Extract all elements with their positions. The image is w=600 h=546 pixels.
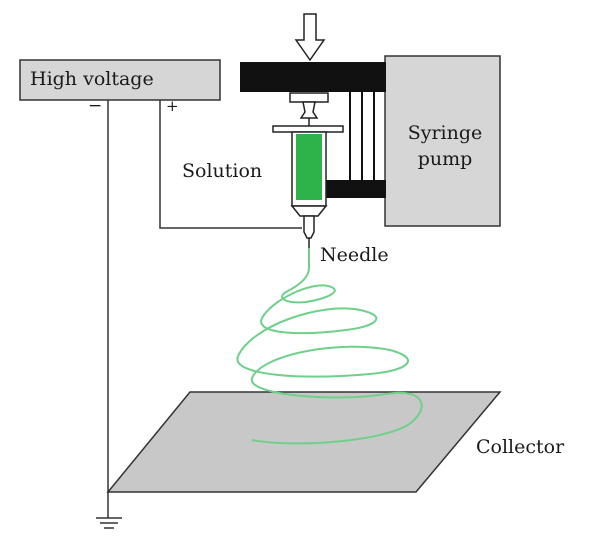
pusher-clamp xyxy=(240,62,386,92)
syringe-pump-label: Syringe pump xyxy=(390,120,500,172)
solution-fill xyxy=(296,134,322,200)
ground-icon xyxy=(96,517,122,529)
positive-wire xyxy=(159,100,302,229)
syringe-plunger xyxy=(272,92,344,133)
positive-terminal-label: + xyxy=(166,97,179,115)
collector-plate xyxy=(106,391,502,493)
high-voltage-label: High voltage xyxy=(30,68,154,90)
syringe-pump-label-line2: pump xyxy=(417,148,473,170)
fiber-jet xyxy=(236,248,423,445)
high-voltage-box xyxy=(19,59,221,101)
solution-label: Solution xyxy=(182,160,263,182)
syringe-pump-label-line1: Syringe xyxy=(407,122,483,144)
syringe-holder xyxy=(326,180,386,198)
negative-terminal-label: − xyxy=(88,96,103,116)
collector-label: Collector xyxy=(476,436,565,458)
needle xyxy=(303,215,315,239)
push-arrow-icon xyxy=(294,13,326,62)
needle-label: Needle xyxy=(320,244,389,266)
syringe-tip xyxy=(290,205,328,217)
syringe-pump-box xyxy=(384,55,501,227)
guide-rails xyxy=(349,92,375,182)
